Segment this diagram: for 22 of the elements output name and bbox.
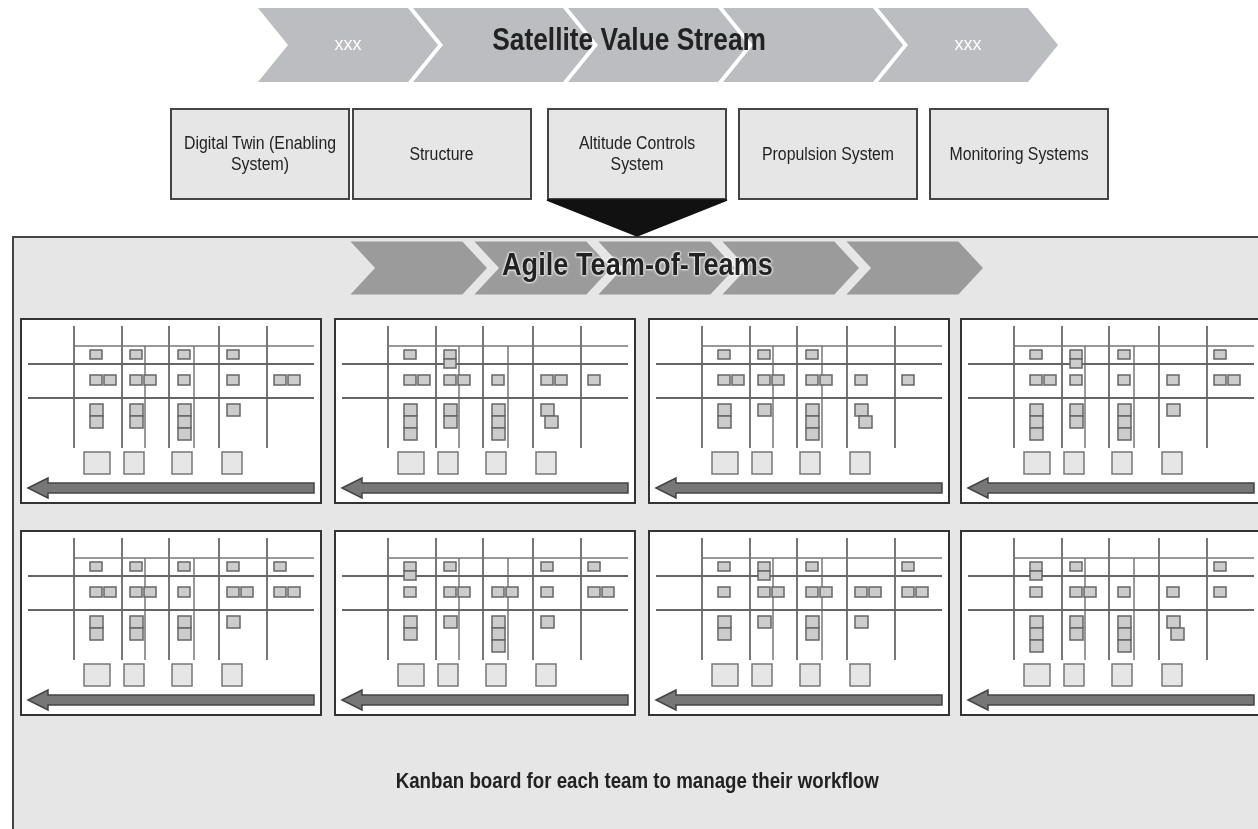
kanban-board-drawing	[960, 318, 1258, 504]
subsystem-box: Propulsion System	[738, 108, 918, 200]
stage-label: xxx	[333, 34, 363, 55]
subsystem-box: Digital Twin (Enabling System)	[170, 108, 350, 200]
kanban-board-drawing	[20, 530, 322, 716]
chevron-shape	[258, 8, 438, 82]
chevron-shape	[878, 8, 1058, 82]
subsystem-box: Altitude Controls System	[547, 108, 727, 200]
stage-label: xxx	[953, 34, 983, 55]
kanban-board-drawing	[960, 530, 1258, 716]
kanban-board-drawing	[334, 530, 636, 716]
chevron-shape	[413, 8, 593, 82]
diagram-title: Satellite Value Stream	[492, 22, 766, 58]
kanban-board-drawing	[334, 318, 636, 504]
kanban-board-drawing	[648, 530, 950, 716]
team-panel	[12, 236, 1258, 829]
kanban-board-drawing	[20, 318, 322, 504]
subsystem-box: Monitoring Systems	[929, 108, 1109, 200]
subsystem-box: Structure	[352, 108, 532, 200]
panel-caption: Kanban board for each team to manage their workflow	[395, 768, 879, 794]
arrow	[546, 199, 728, 237]
kanban-board-drawing	[648, 318, 950, 504]
